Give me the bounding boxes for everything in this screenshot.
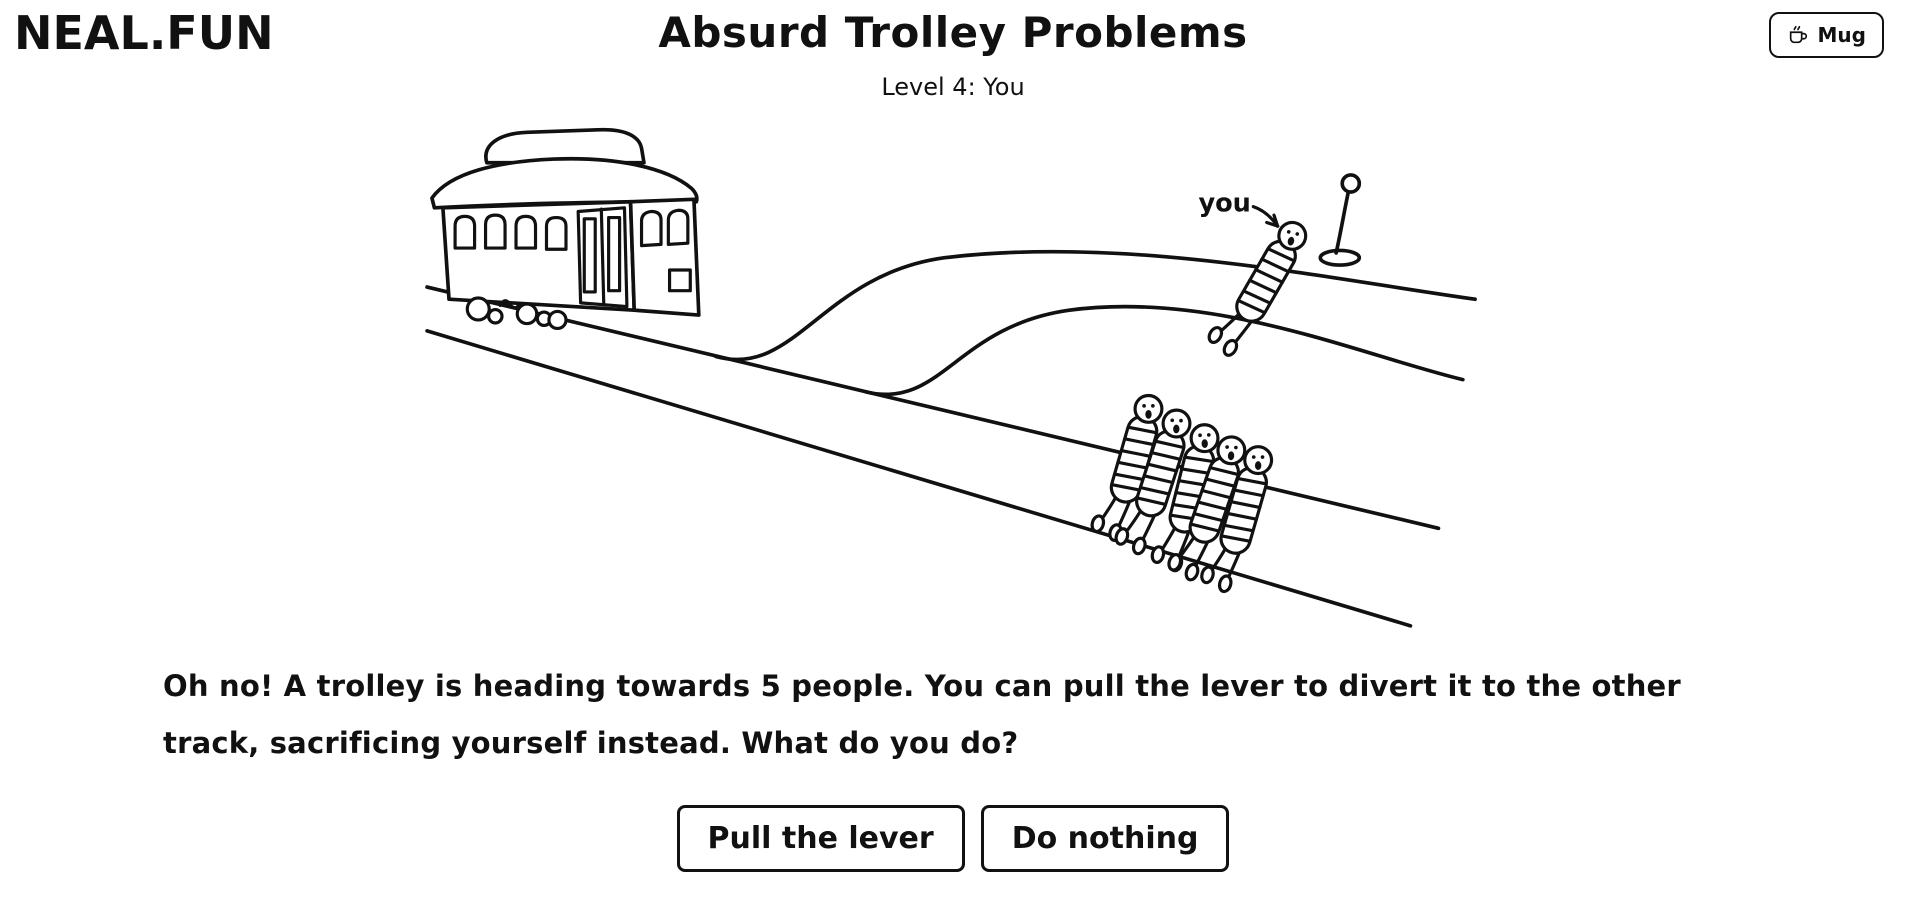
five-people [1087,393,1273,597]
trolley [429,127,701,331]
level-label: Level 4: You [881,73,1025,101]
main-track-bottom-rail [424,329,1412,628]
title-block: Absurd Trolley Problems Level 4: You [0,0,1906,101]
trolley-illustration: you [0,114,1906,638]
mug-icon [1787,24,1809,46]
page-title: Absurd Trolley Problems [658,8,1248,57]
site-logo[interactable]: NEAL.FUN [14,6,274,60]
action-buttons: Pull the lever Do nothing [0,805,1906,873]
branch-track-top-rail [713,249,1477,362]
branch-track-bottom-rail [863,304,1465,397]
trolley-clerestory-roof [483,127,646,165]
pull-lever-button[interactable]: Pull the lever [676,805,965,873]
you-person [1200,206,1310,372]
trolley-side-windows [453,213,568,251]
trolley-front-windows [639,208,692,293]
lever [1317,173,1361,267]
trolley-front-panel [628,197,701,317]
trolley-door [576,206,628,309]
tracks [424,249,1477,628]
do-nothing-button[interactable]: Do nothing [980,805,1230,873]
mug-button-label: Mug [1817,23,1866,47]
main-track-top-rail [424,285,1440,531]
trolley-wheels [465,296,568,331]
problem-text: Oh no! A trolley is heading towards 5 pe… [163,669,1681,760]
mug-button[interactable]: Mug [1768,12,1884,58]
header: NEAL.FUN Absurd Trolley Problems Level 4… [0,0,1906,108]
you-arrow-icon [1251,205,1279,228]
you-label: you [1198,188,1250,218]
